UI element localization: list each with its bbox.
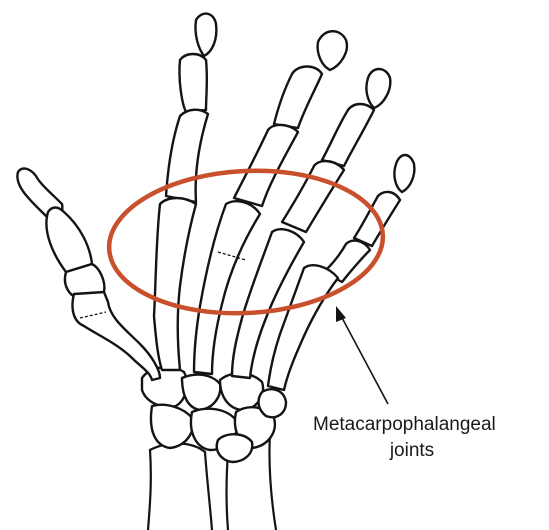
little-finger: [268, 155, 414, 390]
callout-arrow: [336, 306, 388, 404]
callout-label-line2: joints: [389, 440, 434, 461]
carpal-bones: [142, 367, 286, 462]
callout-label-line1: Metacarpophalangeal: [313, 414, 496, 435]
